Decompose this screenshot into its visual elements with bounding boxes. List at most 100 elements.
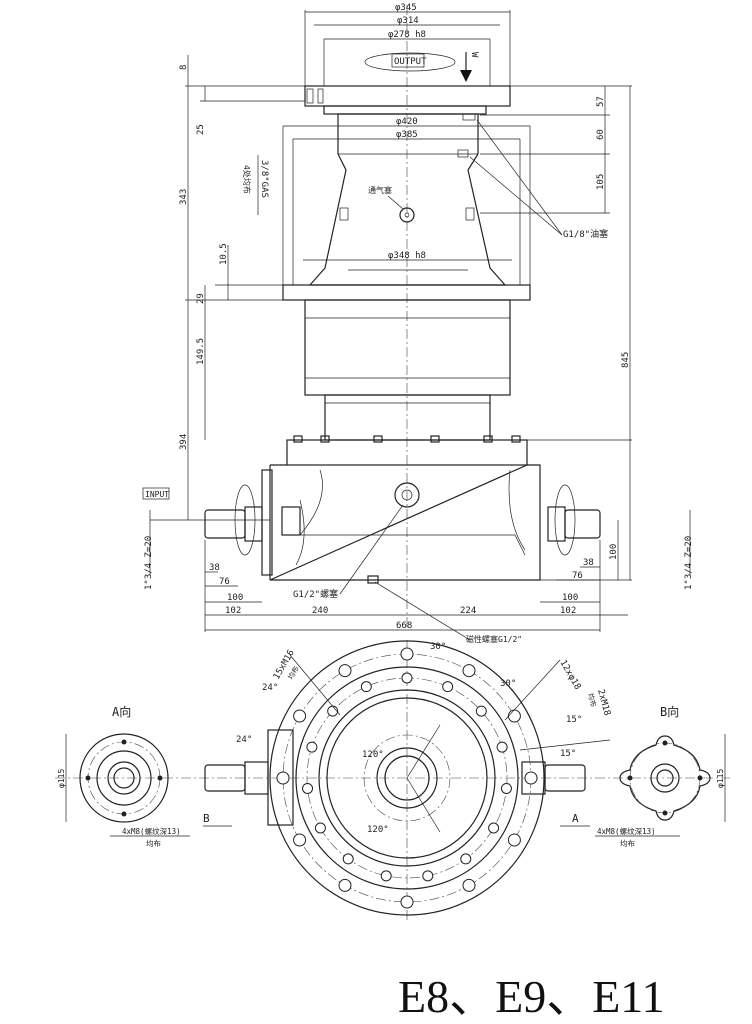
bolt-hole [302, 782, 314, 794]
bolt-hole [524, 771, 538, 785]
bolt-hole [293, 833, 307, 847]
vent-plug-icon [399, 207, 415, 223]
input-shaft-right [564, 509, 601, 539]
view-b-thread-note: 均布 [620, 838, 635, 848]
bolt-hole [400, 647, 414, 661]
holes-12-label: 12xφ18 [557, 659, 582, 692]
bolt-hole [327, 705, 339, 717]
angle-30-top: 30° [430, 642, 446, 652]
bolt-hole [400, 895, 414, 909]
bolt-hole [338, 664, 352, 678]
bolt-hole [293, 709, 307, 723]
bolt-hole [442, 681, 454, 693]
dim-b76-right: 76 [572, 571, 583, 581]
view-a-thread-note: 均布 [146, 838, 161, 848]
dim-h394: 394 [179, 434, 189, 450]
dim-d345: φ345 [395, 3, 417, 13]
angle-30-right: 30° [500, 679, 516, 689]
bolt-hole [422, 870, 434, 882]
w-label: W [469, 52, 479, 58]
bolt-hole [462, 878, 476, 892]
dim-d385: φ385 [396, 130, 418, 140]
dim-spline-left: 1"3/4 Z=20 [144, 536, 154, 590]
output-label: OUTPUT [394, 57, 427, 67]
dimensions: φ345 φ314 φ278 h8 φ420 φ385 φ348 h8 343 … [144, 3, 694, 632]
dim-b76-left: 76 [219, 577, 230, 587]
dim-h25: 25 [196, 124, 206, 135]
vent-label: 通气塞 [368, 185, 392, 195]
dim-b224: 224 [460, 606, 476, 616]
holes-2-label: 2xM18 [595, 688, 612, 717]
dim-b38-right: 38 [583, 558, 594, 568]
gas-note: 4处均布 [242, 165, 252, 194]
bolt-hole [462, 664, 476, 678]
view-a-d115: φ115 [57, 769, 66, 788]
drain-plug-label: G1/2"螺塞 [293, 588, 338, 600]
view-b: B向 φ115 4xM8(螺纹深13) 均布 [595, 704, 726, 848]
bolt-hole [338, 878, 352, 892]
dim-h10-5: 10.5 [219, 243, 229, 265]
dim-b240: 240 [312, 606, 328, 616]
inner-bolt-holes [302, 672, 512, 882]
model-title: E8、E9、E11 [398, 971, 665, 1022]
dim-h343: 343 [179, 189, 189, 205]
bolt-hole [360, 681, 372, 693]
dim-d348: φ348 h8 [388, 251, 426, 261]
bolt-hole [507, 709, 521, 723]
angle-24-lower: 24° [236, 735, 252, 745]
dim-d278: φ278 h8 [388, 30, 426, 40]
angle-15-lower: 15° [560, 749, 576, 759]
dim-b38-left: 38 [209, 563, 220, 573]
dim-b102-right: 102 [560, 606, 576, 616]
dim-r60: 60 [596, 129, 606, 140]
input-shaft-left [204, 509, 246, 539]
output-label-box [391, 53, 425, 68]
drain-plug-icon [394, 482, 420, 508]
load-arrow-icon [460, 70, 472, 82]
dim-b668: 668 [396, 621, 412, 631]
dim-r57: 57 [596, 96, 606, 107]
dim-h8: 8 [179, 65, 189, 70]
dim-b100-left: 100 [227, 593, 243, 603]
bolt-hole [460, 853, 472, 865]
dim-b102-left: 102 [225, 606, 241, 616]
annotations: 3/8"GAS 4处均布 通气塞 G1/8"油塞 G1/2"螺塞 磁性螺塞G1/… [242, 119, 608, 644]
angle-120-top: 120° [362, 750, 384, 760]
gas-label: 3/8"GAS [259, 160, 269, 198]
bolt-hole [306, 741, 318, 753]
angle-24-upper: 24° [262, 683, 278, 693]
bolt-hole [475, 705, 487, 717]
view-b-thread: 4xM8(螺纹深13) [597, 826, 656, 836]
dim-spline-right: 1"3/4 Z=20 [684, 536, 694, 590]
view-arrow-a: A [572, 812, 579, 825]
view-b-label: B向 [660, 704, 679, 719]
angle-120-bottom: 120° [367, 825, 389, 835]
bolt-hole [488, 822, 500, 834]
dim-r105: 105 [596, 174, 606, 190]
dim-r100: 100 [609, 544, 619, 560]
front-view: OUTPUT W INPUT [142, 5, 632, 630]
top-bolts [293, 435, 521, 443]
dim-d420: φ420 [396, 117, 418, 127]
view-b-d115: φ115 [716, 769, 725, 788]
dim-b100-right: 100 [562, 593, 578, 603]
view-a-label: A向 [112, 704, 131, 719]
dim-r845: 845 [621, 352, 631, 368]
view-arrow-b: B [203, 812, 210, 825]
bolt-hole [507, 833, 521, 847]
input-label: INPUT [145, 490, 169, 499]
bolt-hole [401, 672, 413, 684]
dim-h149-5: 149.5 [196, 338, 206, 365]
bolt-hole [314, 822, 326, 834]
bolt-hole [276, 771, 290, 785]
dim-h29: 29 [196, 293, 206, 304]
bolt-hole [342, 853, 354, 865]
bolt-hole [380, 870, 392, 882]
angle-15-upper: 15° [566, 715, 582, 725]
plan-view: 120° 120° 30° 30° 24° 24° 15° 15° 15xM16… [55, 640, 730, 920]
holes-2-note: 均布 [586, 692, 598, 708]
oil-plug-label: G1/8"油塞 [563, 228, 608, 240]
bolt-hole [500, 782, 512, 794]
